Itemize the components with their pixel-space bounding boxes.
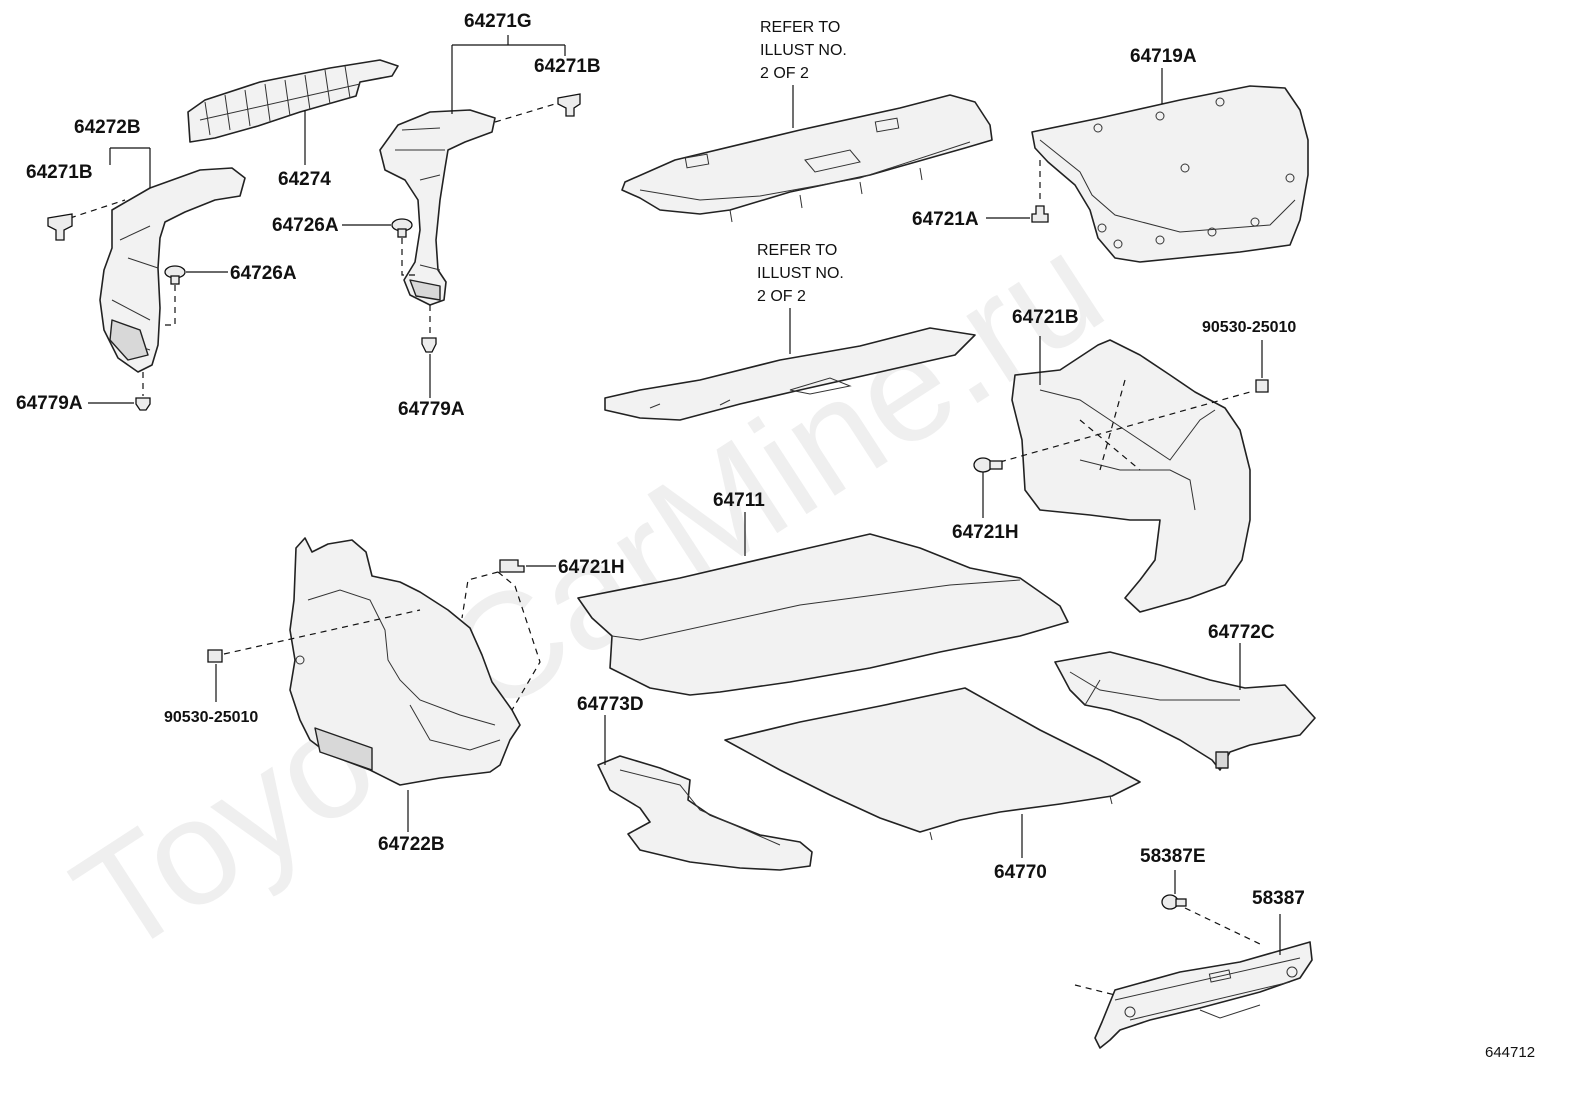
- clip-58387E: [1161, 894, 1187, 910]
- label-64271B-left: 64271B: [26, 162, 93, 183]
- label-64779A-mid: 64779A: [398, 399, 465, 420]
- label-64711: 64711: [713, 490, 765, 511]
- ref-note-top-line1: REFER TO: [760, 19, 840, 36]
- part-64274-bracket: [187, 59, 399, 143]
- clip-64271B-left: [47, 213, 73, 241]
- part-deck-board: [604, 327, 976, 421]
- part-64722B-quarter-trim: [289, 537, 521, 786]
- part-64770-trunk-mat: [724, 687, 1141, 841]
- part-64719A-trunk-lid-trim: [1031, 85, 1309, 263]
- clip-64779A-left: [135, 397, 151, 411]
- clip-64721H-right: [973, 457, 1003, 473]
- diagram-code: 644712: [1485, 1044, 1535, 1061]
- clip-64271B-top: [557, 93, 581, 117]
- label-64271B-top: 64271B: [534, 56, 601, 77]
- label-58387E: 58387E: [1140, 846, 1206, 867]
- clip-90530-left: [207, 649, 223, 663]
- part-64773D-side-board: [597, 755, 813, 871]
- label-64779A-left: 64779A: [16, 393, 83, 414]
- label-58387: 58387: [1252, 888, 1305, 909]
- part-64272B-trim: [99, 167, 246, 373]
- part-64721B-quarter-trim: [1011, 339, 1251, 613]
- clip-64721A: [1031, 205, 1049, 223]
- clip-64726A-left: [164, 265, 186, 285]
- ref-note-top-line3: 2 OF 2: [760, 65, 809, 82]
- label-64726A-left: 64726A: [230, 263, 297, 284]
- label-64773D: 64773D: [577, 694, 644, 715]
- label-64722B: 64722B: [378, 834, 445, 855]
- clip-64779A-mid: [421, 337, 437, 353]
- part-64271G-pillar: [379, 109, 496, 306]
- ref-note-mid-line1: REFER TO: [757, 242, 837, 259]
- label-64770: 64770: [994, 862, 1047, 883]
- label-64272B: 64272B: [74, 117, 141, 138]
- label-64721B: 64721B: [1012, 307, 1079, 328]
- label-64271G: 64271G: [464, 11, 532, 32]
- label-64721H-left: 64721H: [558, 557, 625, 578]
- label-64726A-mid: 64726A: [272, 215, 339, 236]
- label-90530-25010-left: 90530-25010: [164, 709, 258, 726]
- label-64274: 64274: [278, 169, 331, 190]
- label-64721H-right: 64721H: [952, 522, 1019, 543]
- label-64719A: 64719A: [1130, 46, 1197, 67]
- label-90530-25010-right: 90530-25010: [1202, 319, 1296, 336]
- clip-64721H-left: [499, 559, 525, 573]
- ref-note-mid-line2: ILLUST NO.: [757, 265, 844, 282]
- ref-note-mid-line3: 2 OF 2: [757, 288, 806, 305]
- part-58387-scuff-plate: [1094, 941, 1313, 1049]
- part-64772C-side-board: [1054, 651, 1316, 771]
- label-64772C: 64772C: [1208, 622, 1275, 643]
- label-64721A: 64721A: [912, 209, 979, 230]
- clip-64726A-mid: [391, 218, 413, 238]
- ref-note-top-line2: ILLUST NO.: [760, 42, 847, 59]
- part-package-tray: [621, 94, 993, 223]
- part-64711-floor-mat: [577, 533, 1069, 696]
- clip-90530-right: [1255, 379, 1269, 393]
